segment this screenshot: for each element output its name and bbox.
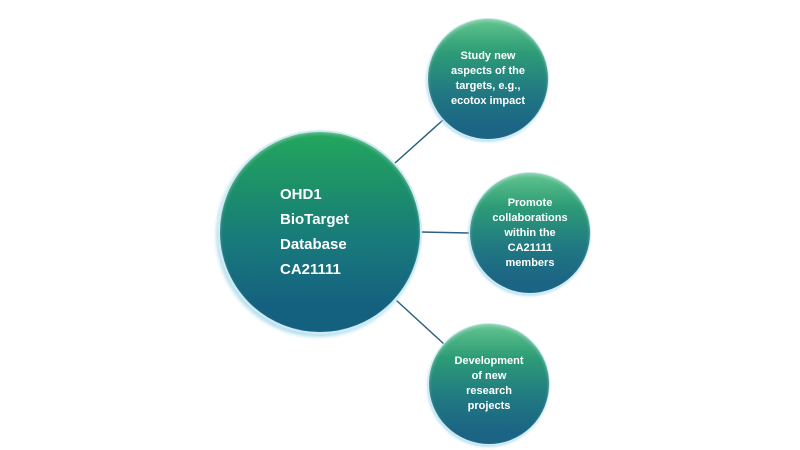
satellite-node-label: Study new aspects of the targets, e.g., … xyxy=(451,50,525,107)
satellite-node-study-new-aspects[interactable]: Study new aspects of the targets, e.g., … xyxy=(427,18,549,140)
connector-line-top xyxy=(394,119,444,164)
central-node-label: OHD1 BioTarget Database CA21111 xyxy=(280,186,349,278)
satellite-node-label: Development of new research projects xyxy=(454,355,524,412)
connector-line-middle xyxy=(420,231,470,234)
satellite-node-promote-collaborations[interactable]: Promote collaborations within the CA2111… xyxy=(469,172,591,294)
satellite-node-label: Promote collaborations within the CA2111… xyxy=(492,196,568,269)
connector-line-bottom xyxy=(396,300,445,345)
satellite-node-development-projects[interactable]: Development of new research projects xyxy=(428,323,550,445)
central-node-ohd1-biotarget[interactable]: OHD1 BioTarget Database CA21111 xyxy=(218,130,422,334)
